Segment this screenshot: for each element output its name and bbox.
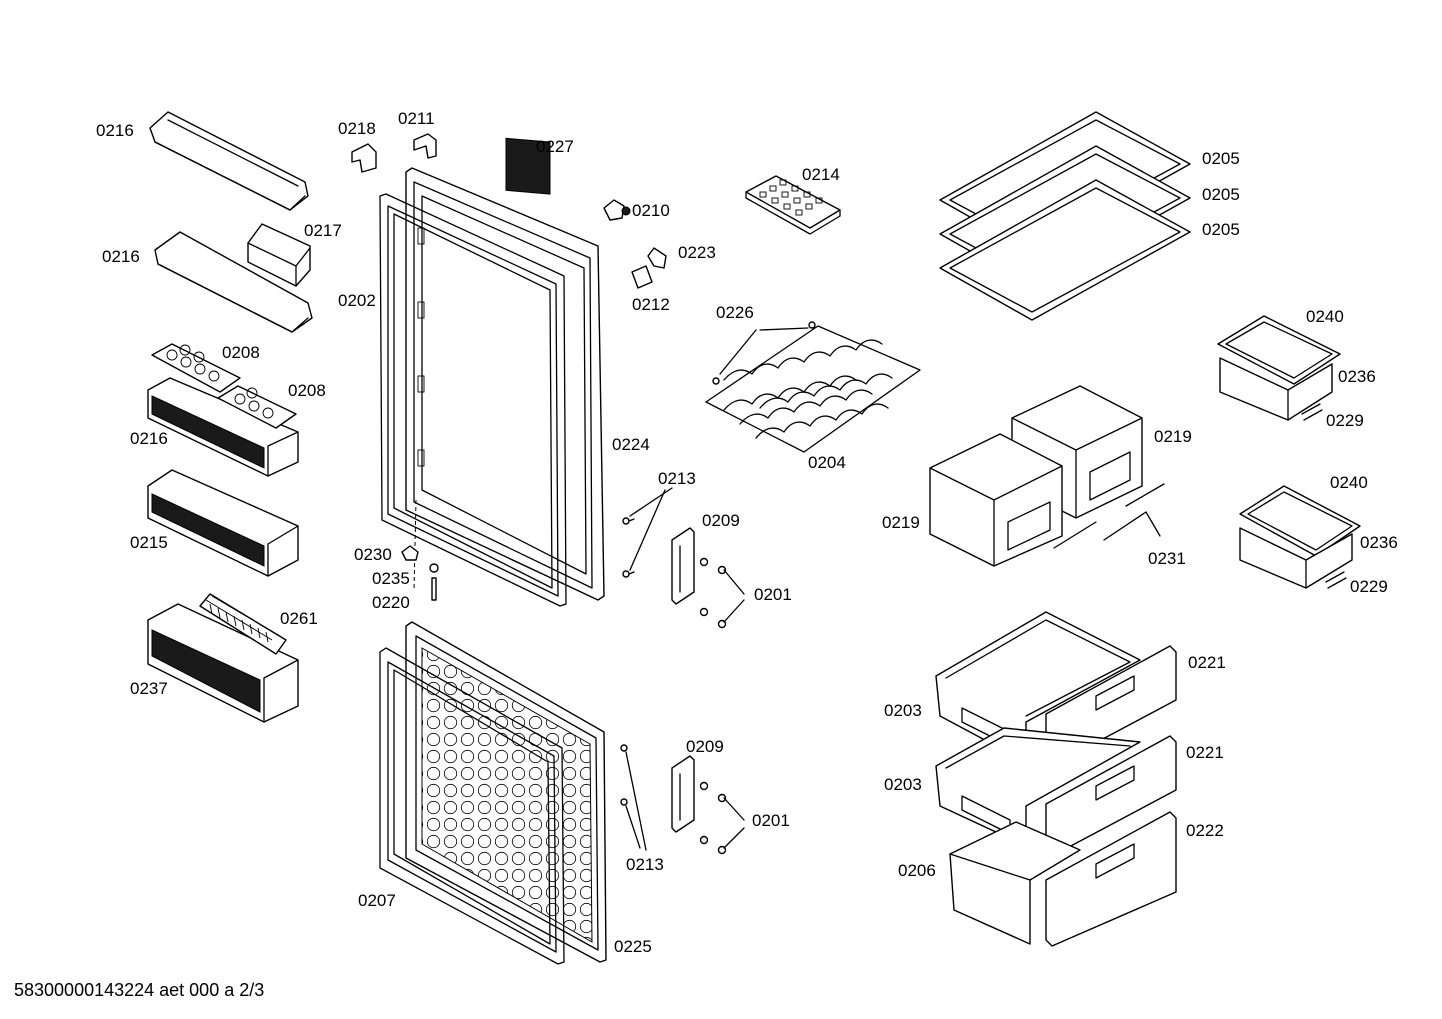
lower-door-gasket-0207 [379, 647, 565, 965]
hinge-part-0223 [647, 247, 667, 269]
label-0214: 0214 [802, 165, 840, 184]
butter-box-0217 [247, 223, 311, 287]
ice-tray-0214 [745, 175, 841, 235]
clip-0211 [413, 133, 437, 159]
cover-0218 [351, 143, 377, 173]
bottle-shelf-0237 [147, 603, 299, 723]
upper-door-0224 [405, 167, 605, 601]
rail-0229-upper [1301, 403, 1323, 421]
drawer-lid-0240-upper [1217, 315, 1341, 385]
hinge-axis-line [413, 499, 417, 591]
label-0204: 0204 [808, 453, 846, 472]
label-0209-a: 0209 [702, 511, 740, 530]
egg-tray-0208-a [151, 343, 241, 393]
label-0219-b: 0219 [882, 513, 920, 532]
lower-door-0225 [405, 621, 607, 963]
label-0230: 0230 [354, 545, 392, 564]
label-0219-a: 0219 [1154, 427, 1192, 446]
bushing-0235 [429, 563, 439, 573]
label-0226: 0226 [716, 303, 754, 322]
label-0206: 0206 [898, 861, 936, 880]
upper-door-gasket-0202 [379, 193, 567, 607]
label-0202: 0202 [338, 291, 376, 310]
label-0213-b: 0213 [626, 855, 664, 874]
label-0235: 0235 [372, 569, 410, 588]
label-0205-a: 0205 [1202, 149, 1240, 168]
hinge-part-0210 [603, 199, 631, 221]
label-0201-b: 0201 [752, 811, 790, 830]
label-0220: 0220 [372, 593, 410, 612]
label-0231: 0231 [1148, 549, 1186, 568]
label-0210: 0210 [632, 201, 670, 220]
screws-0201-lower [699, 781, 745, 855]
label-0215: 0215 [130, 533, 168, 552]
drawer-0206 [949, 821, 1081, 945]
bin-0219-left [929, 433, 1063, 567]
door-shelf-0215 [147, 469, 299, 577]
label-0221-a: 0221 [1188, 653, 1226, 672]
label-0211: 0211 [398, 109, 435, 128]
bottle-divider-0261 [199, 593, 287, 655]
label-0229-b: 0229 [1350, 577, 1388, 596]
handle-0209-upper [671, 527, 695, 605]
label-0203-b: 0203 [884, 775, 922, 794]
hinge-part-0212 [631, 265, 653, 289]
label-0213-a: 0213 [658, 469, 696, 488]
drawer-0236-lower [1239, 527, 1353, 589]
screws-0201-upper [699, 557, 745, 629]
screws-0213-upper [622, 487, 673, 578]
label-0216-b: 0216 [102, 247, 140, 266]
screw-0220 [431, 577, 437, 601]
label-0240-b: 0240 [1330, 473, 1368, 492]
label-0212: 0212 [632, 295, 670, 314]
door-shelf-0216-lower [147, 377, 299, 477]
label-0223: 0223 [678, 243, 716, 262]
label-0218: 0218 [338, 119, 376, 138]
label-0205-b: 0205 [1202, 185, 1240, 204]
label-0236-a: 0236 [1338, 367, 1376, 386]
label-0221-b: 0221 [1186, 743, 1224, 762]
label-0224: 0224 [612, 435, 650, 454]
label-0216-a: 0216 [96, 121, 134, 140]
door-shelf-0216-mid [154, 231, 313, 333]
label-0222: 0222 [1186, 821, 1224, 840]
screws-0213-lower [620, 744, 647, 851]
document-reference: 58300000143224 aet 000 a 2/3 [14, 980, 265, 1000]
label-0227: 0227 [536, 137, 574, 156]
label-0205-c: 0205 [1202, 220, 1240, 239]
label-0207: 0207 [358, 891, 396, 910]
label-0209-b: 0209 [686, 737, 724, 756]
label-0216-c: 0216 [130, 429, 168, 448]
egg-tray-0208-b [217, 385, 297, 429]
drawer-lid-0240-lower [1239, 485, 1361, 557]
bottle-rack-0204 [705, 321, 921, 453]
rail-0229-lower [1325, 571, 1347, 589]
label-0237: 0237 [130, 679, 168, 698]
label-0203-a: 0203 [884, 701, 922, 720]
handle-0209-lower [671, 755, 695, 833]
label-0208-b: 0208 [288, 381, 326, 400]
hinge-pin-0230 [401, 545, 419, 561]
label-plate-0227 [505, 137, 551, 195]
drawer-0236-upper [1219, 357, 1333, 421]
label-0217: 0217 [304, 221, 342, 240]
rods-0231 [1053, 483, 1165, 549]
label-0201-a: 0201 [754, 585, 792, 604]
door-shelf-0216-top [149, 111, 309, 211]
label-0225: 0225 [614, 937, 652, 956]
label-0229-a: 0229 [1326, 411, 1364, 430]
label-0240-a: 0240 [1306, 307, 1344, 326]
glass-shelf-0205-3 [939, 179, 1191, 321]
label-0261: 0261 [280, 609, 318, 628]
label-0236-b: 0236 [1360, 533, 1398, 552]
label-0208-a: 0208 [222, 343, 260, 362]
drawer-0203-lower [935, 727, 1141, 847]
drawer-front-0222 [1045, 811, 1177, 947]
